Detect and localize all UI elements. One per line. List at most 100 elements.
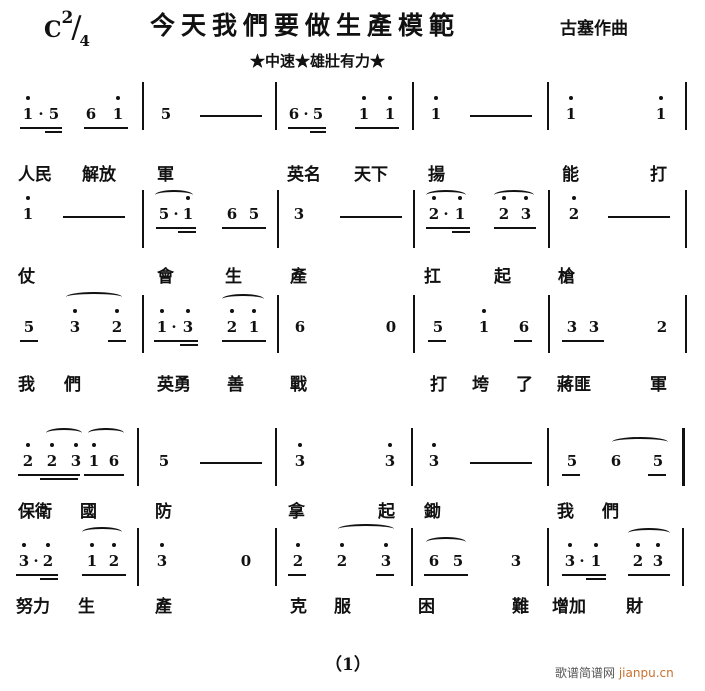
watermark-cn: 歌谱简谱网 xyxy=(555,666,616,680)
note: 3 xyxy=(294,443,306,470)
note: 1 xyxy=(454,196,466,223)
note: 2 xyxy=(428,196,440,223)
note: 1 xyxy=(248,309,260,336)
barline xyxy=(682,428,685,486)
lyric: 拿 xyxy=(288,502,305,522)
barline xyxy=(547,528,549,586)
lyric: 財 xyxy=(626,597,643,617)
lyric: 打 xyxy=(650,165,667,185)
barline xyxy=(411,528,413,586)
beam-underline xyxy=(452,231,470,233)
beam-underline xyxy=(108,340,126,342)
lyric: 努力 xyxy=(16,597,50,617)
slur-arc xyxy=(494,190,534,200)
beam-underline xyxy=(40,478,78,480)
lyric: 槍 xyxy=(558,267,575,287)
beam-underline xyxy=(16,574,58,576)
slur-arc xyxy=(426,537,466,547)
barline xyxy=(142,190,144,248)
lyric: 仗 xyxy=(18,267,35,287)
lyric: 生 xyxy=(225,267,242,287)
lyric: 扛 xyxy=(424,267,441,287)
note: 5 xyxy=(158,452,170,470)
lyric: 垮 xyxy=(472,375,489,395)
beam-underline xyxy=(586,578,606,580)
beam-underline xyxy=(288,127,326,129)
beam-underline xyxy=(20,340,38,342)
barline xyxy=(685,295,687,353)
song-title: 今天我們要做生產模範 xyxy=(150,11,461,40)
beam-underline xyxy=(178,231,196,233)
note: 1 xyxy=(88,443,100,470)
beam-underline xyxy=(426,227,470,229)
note: 2 xyxy=(292,543,304,570)
note: 0 xyxy=(240,552,252,570)
note: 2 xyxy=(498,196,510,223)
beam-underline xyxy=(376,574,394,576)
barline xyxy=(277,295,279,353)
barline xyxy=(682,528,684,586)
beam-underline xyxy=(222,340,266,342)
slur-arc xyxy=(88,428,124,438)
beam-underline xyxy=(84,127,128,129)
note: · xyxy=(443,205,449,223)
sustain-dash xyxy=(470,115,532,117)
note: 5 xyxy=(652,452,664,470)
beam-underline xyxy=(562,474,580,476)
lyric: 生 xyxy=(78,597,95,617)
lyric: 服 xyxy=(334,597,351,617)
beam-underline xyxy=(288,574,306,576)
note: 1 xyxy=(384,96,396,123)
sustain-dash xyxy=(608,216,670,218)
note: 1 xyxy=(358,96,370,123)
slur-arc xyxy=(628,528,670,538)
lyric: 能 xyxy=(562,165,579,185)
lyric: 打 xyxy=(430,375,447,395)
note: 5 xyxy=(452,552,464,570)
lyric: 們 xyxy=(602,502,619,522)
lyric: 軍 xyxy=(157,165,174,185)
beam-underline xyxy=(222,227,266,229)
lyric: 難 xyxy=(512,597,529,617)
note: 3 xyxy=(156,543,168,570)
beam-underline xyxy=(310,131,326,133)
note: 5 xyxy=(48,105,60,123)
beam-underline xyxy=(40,578,58,580)
note: · xyxy=(579,552,585,570)
note: 5 xyxy=(23,318,35,336)
slur-arc xyxy=(426,190,466,200)
note: 1 xyxy=(22,196,34,223)
lyric: 保衛 xyxy=(18,502,52,522)
note: 3 xyxy=(18,543,30,570)
tempo-marking: ★中速★雄壯有力★ xyxy=(250,52,386,70)
lyric: 防 xyxy=(155,502,172,522)
lyric: 增加 xyxy=(552,597,586,617)
note: 2 xyxy=(111,309,123,336)
lyric: 產 xyxy=(155,597,172,617)
barline xyxy=(411,428,413,486)
beam-underline xyxy=(648,474,666,476)
note: 3 xyxy=(652,543,664,570)
note: 6 xyxy=(226,205,238,223)
watermark-site: jianpu.cn xyxy=(618,666,674,680)
note: · xyxy=(33,552,39,570)
barline xyxy=(277,190,279,248)
beam-underline xyxy=(355,127,399,129)
beam-underline xyxy=(494,227,536,229)
note: 2 xyxy=(226,309,238,336)
note: 3 xyxy=(293,205,305,223)
note: 3 xyxy=(70,443,82,470)
lyric: 了 xyxy=(516,375,533,395)
page-number: （1） xyxy=(325,655,371,675)
note: 0 xyxy=(385,318,397,336)
note: 3 xyxy=(566,318,578,336)
beam-underline xyxy=(424,574,468,576)
lyric: 起 xyxy=(378,502,395,522)
lyric: 國 xyxy=(80,502,97,522)
note: 5 xyxy=(432,318,444,336)
sustain-dash xyxy=(200,462,262,464)
slur-arc xyxy=(46,428,82,438)
note: 3 xyxy=(69,309,81,336)
lyric: 解放 xyxy=(82,165,116,185)
note: 3 xyxy=(182,309,194,336)
